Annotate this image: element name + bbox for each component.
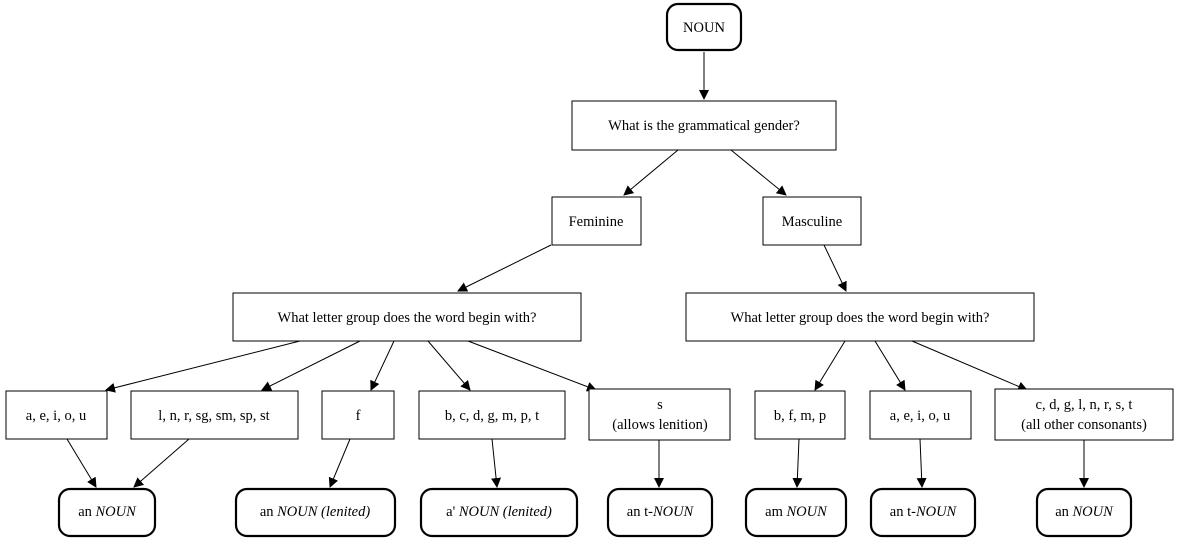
edge-fem-vowels (105, 340, 301, 393)
edge-fem-bcdgmpt (427, 340, 471, 391)
node-fem-letter-question: What letter group does the word begin wi… (232, 292, 582, 342)
result-6-label: an t-NOUN (890, 504, 958, 520)
edge-mvowels-result (916, 438, 927, 488)
node-masc-other-label-line1: c, d, g, l, n, r, s, t (1036, 397, 1133, 413)
node-fem-f: f (321, 390, 395, 440)
edge-vowels-result (66, 438, 97, 488)
result-1-label: an NOUN (78, 504, 137, 520)
node-gender-question-label: What is the grammatical gender? (608, 118, 800, 134)
node-result-2: an NOUN (lenited) (234, 487, 397, 538)
node-result-5: am NOUN (744, 487, 848, 538)
node-fem-lnr: l, n, r, sg, sm, sp, st (130, 390, 299, 440)
node-masculine-label: Masculine (782, 214, 842, 230)
edge-bcdgmpt-result (491, 438, 502, 488)
node-fem-vowels-label: a, e, i, o, u (26, 408, 86, 424)
node-masculine: Masculine (762, 196, 862, 246)
node-masc-other: c, d, g, l, n, r, s, t (all other conson… (994, 388, 1174, 441)
edge-fem-s (467, 340, 597, 392)
node-fem-bcdgmpt-label: b, c, d, g, m, p, t (445, 408, 539, 424)
node-result-4: an t-NOUN (606, 487, 714, 538)
node-gender-question: What is the grammatical gender? (571, 100, 837, 151)
node-result-7: an NOUN (1035, 487, 1133, 538)
edge-gender-feminine (623, 149, 679, 196)
result-4-label: an t-NOUN (627, 504, 695, 520)
node-masc-bfmp: b, f, m, p (754, 390, 846, 440)
node-feminine: Feminine (551, 196, 642, 246)
edge-bfmp-result (792, 438, 803, 488)
node-root: NOUN (665, 2, 743, 52)
result-3-label: a' NOUN (lenited) (446, 504, 552, 520)
node-result-1: an NOUN (57, 487, 157, 538)
node-result-6: an t-NOUN (869, 487, 977, 538)
node-result-3: a' NOUN (lenited) (419, 487, 579, 538)
edge-lnr-result (133, 438, 190, 488)
edge-feminine-question (457, 244, 552, 292)
result-5-label: am NOUN (765, 504, 828, 520)
node-masc-bfmp-label: b, f, m, p (774, 408, 826, 424)
node-fem-lnr-label: l, n, r, sg, sm, sp, st (158, 408, 269, 424)
node-feminine-label: Feminine (569, 214, 624, 230)
edge-f-result (328, 438, 351, 488)
edge-masc-other (911, 340, 1028, 392)
edge-masc-vowels (874, 340, 906, 391)
edges (66, 52, 1089, 488)
edge-fem-f (370, 340, 395, 391)
node-masc-vowels-label: a, e, i, o, u (890, 408, 950, 424)
edge-gender-masculine (730, 149, 787, 196)
node-root-label: NOUN (683, 20, 725, 36)
node-masc-vowels: a, e, i, o, u (869, 390, 972, 440)
edge-masculine-question (823, 244, 847, 292)
node-fem-s-label-line1: s (657, 397, 663, 413)
node-fem-f-label: f (356, 408, 361, 424)
result-7-label: an NOUN (1055, 504, 1114, 520)
node-fem-bcdgmpt: b, c, d, g, m, p, t (418, 390, 566, 440)
node-masc-letter-question: What letter group does the word begin wi… (685, 292, 1035, 342)
node-fem-letter-question-label: What letter group does the word begin wi… (278, 310, 537, 326)
node-masc-other-label-line2: (all other consonants) (1021, 417, 1147, 433)
node-masc-letter-question-label: What letter group does the word begin wi… (731, 310, 990, 326)
edge-fem-lnr (261, 340, 361, 391)
node-fem-s: s (allows lenition) (588, 388, 731, 441)
node-fem-s-label-line2: (allows lenition) (612, 417, 708, 433)
node-fem-vowels: a, e, i, o, u (5, 390, 108, 440)
edge-masc-bfmp (814, 340, 846, 391)
result-2-label: an NOUN (lenited) (260, 504, 371, 520)
